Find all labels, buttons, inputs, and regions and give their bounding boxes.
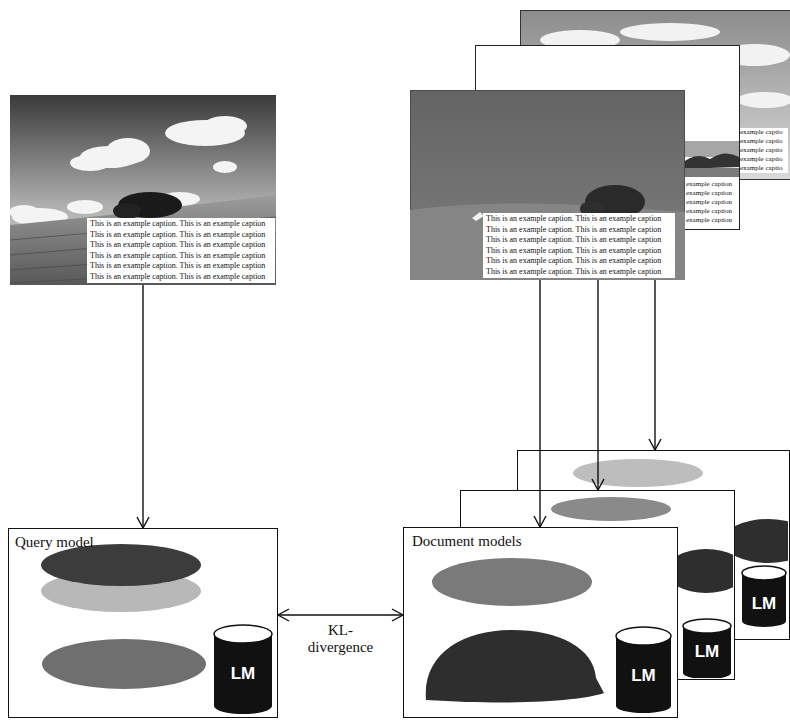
lm-label: LM	[616, 666, 671, 686]
drawing-part: Query model	[15, 533, 94, 551]
box-title: Query model	[15, 533, 94, 551]
connector-arrow	[534, 280, 546, 527]
drawing-part	[683, 619, 731, 633]
drawing-part	[106, 138, 150, 164]
drawing-part	[680, 168, 739, 177]
arrow-head	[392, 609, 403, 621]
drawing-part	[70, 155, 110, 171]
drawing-part	[213, 161, 237, 173]
caption-fragment: example caption example caption example …	[686, 180, 738, 225]
drawing-part	[426, 630, 604, 702]
drawing-part	[410, 90, 685, 280]
drawing-part	[10, 217, 276, 283]
arrow-head	[137, 517, 149, 528]
arrow-head	[534, 516, 546, 527]
drawing-part: KL-divergence	[301, 622, 381, 656]
drawing-part	[214, 634, 272, 706]
lm-label: LM	[214, 664, 272, 684]
connector-line	[597, 280, 598, 490]
drawing-part	[41, 544, 201, 586]
drawing-part	[616, 636, 671, 706]
drawing-part	[616, 627, 671, 645]
drawing-part	[680, 153, 739, 169]
drawing-part	[573, 459, 703, 487]
drawing-part	[214, 625, 272, 643]
connector-line	[278, 614, 403, 615]
connector-line	[539, 280, 540, 527]
caption-text: This is an example caption. This is an e…	[483, 213, 675, 278]
model-box: Document modelsLM	[403, 527, 678, 718]
drawing-part	[620, 23, 720, 41]
drawing-part	[203, 116, 247, 136]
image-panel: This is an example caption. This is an e…	[10, 95, 276, 285]
query-model-art	[9, 529, 276, 716]
edge-label: KL-divergence	[301, 622, 381, 656]
box-title: Document models	[412, 532, 522, 550]
drawing-part	[742, 615, 786, 627]
drawing-part: example caption example caption example …	[686, 180, 738, 225]
drawing-part	[214, 698, 272, 714]
connector-line	[142, 285, 143, 528]
drawing-part	[67, 200, 103, 214]
lm-label: LM	[683, 642, 731, 662]
drawing-part	[10, 205, 39, 219]
drawing-part: This is an example caption. This is an e…	[483, 213, 675, 278]
caption-text: This is an example caption. This is an e…	[87, 218, 275, 283]
drawing-part	[432, 558, 592, 606]
image-panel: This is an example caption. This is an e…	[410, 90, 685, 280]
document-model-art	[404, 528, 676, 716]
drawing-part: LM	[616, 666, 671, 686]
arrow-head	[278, 609, 289, 621]
drawing-part	[10, 95, 276, 285]
connector-arrow	[592, 280, 604, 490]
drawing-part	[616, 699, 671, 713]
caption-fragment: example captio example captio example ca…	[740, 128, 788, 173]
drawing-part: Document models	[412, 532, 522, 550]
connector-arrow	[278, 609, 403, 621]
drawing-part	[42, 639, 206, 689]
drawing-part: LM	[683, 642, 731, 662]
drawing-part: LM	[214, 664, 272, 684]
drawing-part: LM	[742, 594, 786, 614]
connector-arrow	[649, 280, 661, 450]
drawing-part	[551, 497, 671, 521]
drawing-part	[113, 203, 141, 219]
connector-arrow	[137, 285, 149, 528]
connector-line	[654, 280, 655, 450]
arrow-head	[592, 479, 604, 490]
drawing-part: This is an example caption. This is an e…	[87, 218, 275, 283]
drawing-part	[742, 566, 786, 580]
drawing-part	[737, 92, 790, 108]
lm-label: LM	[742, 594, 786, 614]
model-box: Query modelLM	[8, 528, 278, 718]
drawing-part	[410, 203, 685, 280]
drawing-part	[683, 667, 731, 678]
arrow-head	[649, 439, 661, 450]
drawing-part: example captio example captio example ca…	[740, 128, 788, 173]
